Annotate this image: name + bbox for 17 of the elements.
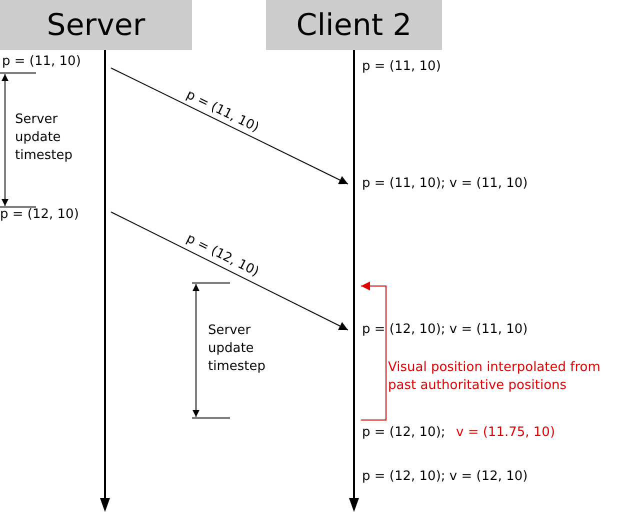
state-label: p = (11, 10) — [2, 54, 81, 70]
message-arrow — [110, 212, 348, 330]
message-arrow — [110, 68, 348, 184]
state-label: p = (11, 10); v = (11, 10) — [362, 176, 528, 192]
annotation-text: Visual position interpolated from past authoritative positions — [388, 359, 602, 395]
lifeline-arrow — [348, 50, 360, 512]
state-label: p = (12, 10); — [362, 425, 446, 441]
participant-header: Server — [0, 0, 192, 50]
participant-header: Client 2 — [266, 0, 442, 50]
state-label: v = (11.75, 10) — [456, 425, 556, 441]
state-label: p = (11, 10) — [362, 59, 441, 75]
state-label: p = (12, 10) — [0, 207, 79, 223]
dimension-label: Server update timestep — [208, 322, 266, 376]
state-label: p = (12, 10); v = (11, 10) — [362, 322, 528, 338]
dimension-label: Server update timestep — [15, 111, 74, 165]
lifeline-arrow — [99, 50, 111, 512]
state-label: p = (12, 10); v = (12, 10) — [362, 469, 528, 485]
